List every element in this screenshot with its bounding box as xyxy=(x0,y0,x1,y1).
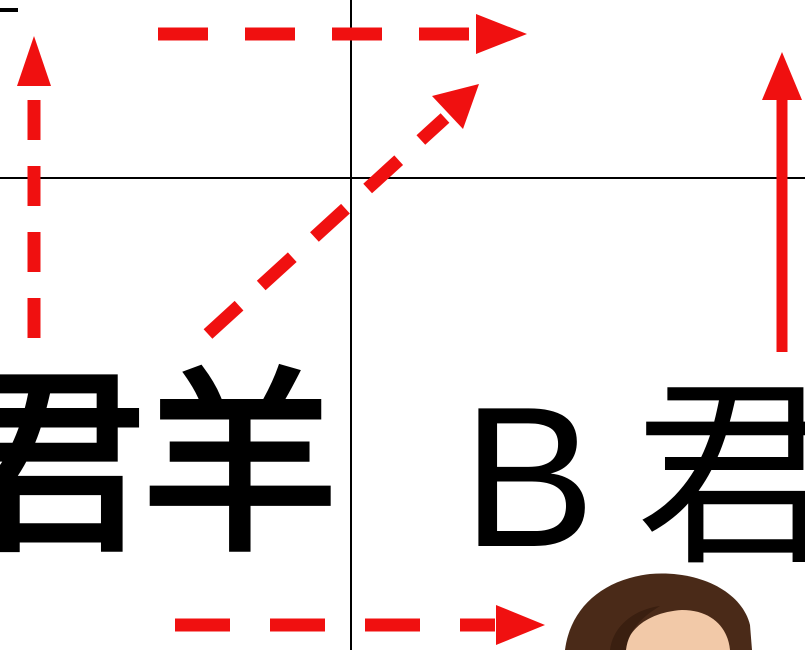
left-vertical-dashed-arrow xyxy=(17,36,51,338)
bottom-horizontal-dashed-arrow xyxy=(175,605,545,645)
diagonal-dashed-arrow xyxy=(203,84,479,339)
left-label: 君羊 xyxy=(0,352,338,580)
right-label: B君 xyxy=(462,366,805,589)
face-shape xyxy=(625,610,730,650)
top-horizontal-dashed-arrow xyxy=(158,14,527,54)
hair-fringe-shape xyxy=(610,606,660,650)
person-head-illustration xyxy=(565,573,752,650)
right-vertical-solid-arrow xyxy=(762,52,802,352)
